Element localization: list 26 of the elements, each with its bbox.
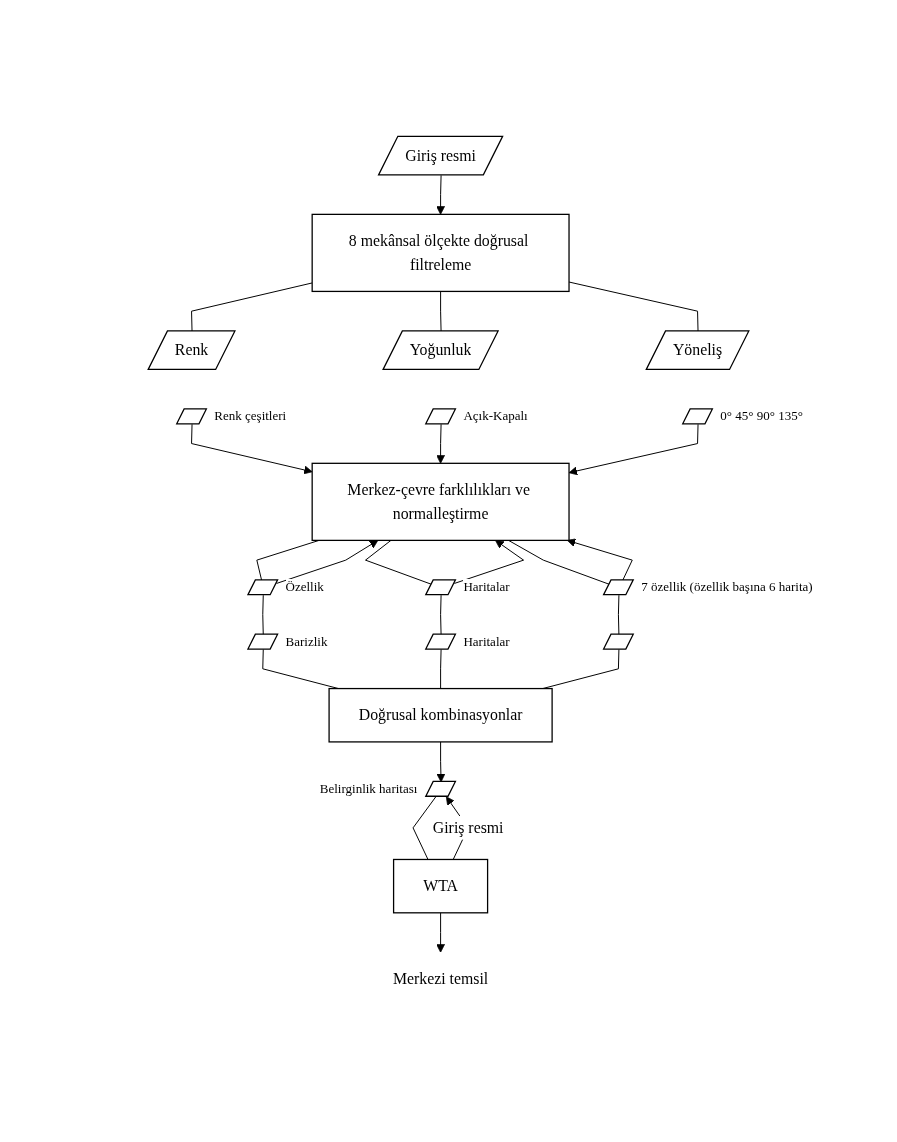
connector [365,539,433,585]
node-parallelogram [602,633,635,650]
node-box: Doğrusal kombinasyonlar [328,687,553,743]
node-parallelogram [602,579,635,596]
node-parallelogram [246,633,279,650]
connector [440,649,442,690]
node-box: WTA [392,858,489,914]
node-parallelogram [424,780,457,797]
node-parallelogram [681,408,714,425]
connector [440,594,442,636]
connector [262,594,264,636]
node-parallelogram [424,633,457,650]
connector [508,539,610,585]
node-caption: Renk çeşitleri [214,408,287,424]
connector [412,796,437,860]
edge-label: Giriş resmi [432,818,504,836]
node-box: Merkez-çevre farklılıkları ve normalleştirme [311,462,570,541]
node-text: Merkezi temsil [392,970,489,987]
node-parallelogram [424,579,457,596]
node-box: 8 mekânsal ölçekte doğrusal filtreleme [311,213,570,293]
node-parallelogram [424,408,457,425]
node-caption: 7 özellik (özellik başına 6 harita) [641,579,813,595]
node-caption: Açık-Kapalı [463,408,528,424]
node-parallelogram [246,579,279,596]
connector [617,594,620,636]
node-parallelogram [175,408,208,425]
